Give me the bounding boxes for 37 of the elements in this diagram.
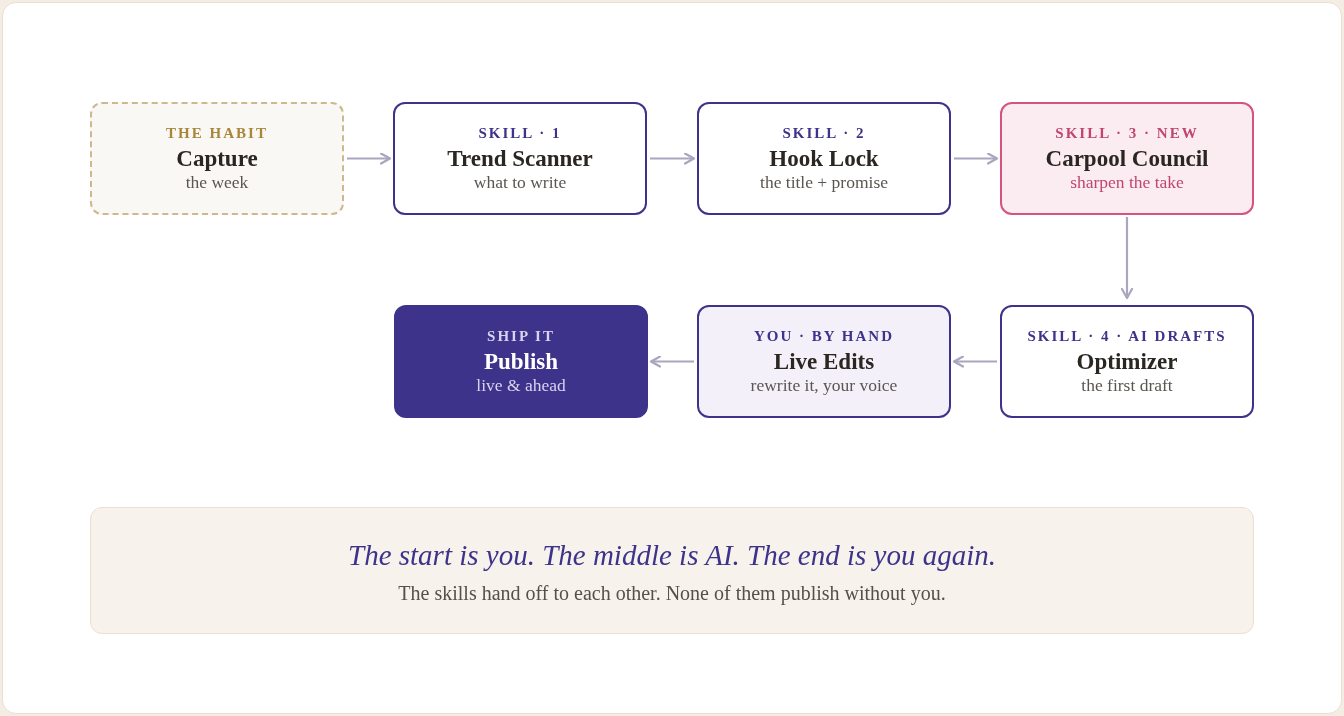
stage-title: Optimizer bbox=[1076, 349, 1178, 375]
stage-title: Trend Scanner bbox=[447, 146, 593, 172]
skill-box bbox=[1000, 305, 1254, 418]
stage-subtitle: the week bbox=[185, 172, 249, 193]
note-box bbox=[90, 507, 1254, 634]
arrow bbox=[954, 152, 999, 165]
arrow bbox=[347, 152, 392, 165]
note-text: The skills hand off to each other. None of them publish without you. bbox=[398, 580, 946, 605]
stage-title: Hook Lock bbox=[769, 146, 879, 172]
stage-kicker: SKILL · 2 bbox=[782, 124, 866, 142]
arrow bbox=[952, 355, 997, 368]
stage-subtitle: what to write bbox=[473, 172, 567, 193]
stage-subtitle: the title + promise bbox=[760, 172, 888, 193]
stage-subtitle: sharpen the take bbox=[1070, 172, 1184, 193]
stage-title: Capture bbox=[176, 146, 258, 172]
arrow bbox=[649, 355, 694, 368]
stage-subtitle: live & ahead bbox=[476, 375, 566, 396]
skill-box bbox=[393, 102, 647, 215]
stage-title: Publish bbox=[483, 349, 559, 375]
stage-kicker: YOU · BY HAND bbox=[754, 327, 894, 345]
stage-title: Live Edits bbox=[773, 349, 875, 375]
stage-kicker: SKILL · 3 · NEW bbox=[1055, 124, 1199, 142]
stage-title: Carpool Council bbox=[1045, 146, 1209, 172]
arrow bbox=[1120, 217, 1134, 300]
skill-box bbox=[697, 102, 951, 215]
stage-box bbox=[394, 305, 648, 418]
skill-box bbox=[1000, 102, 1254, 215]
stage-kicker: SHIP IT bbox=[487, 327, 555, 345]
stage-kicker: SKILL · 1 bbox=[478, 124, 562, 142]
stage-kicker: SKILL · 4 · AI DRAFTS bbox=[1027, 327, 1227, 345]
stage-kicker: THE HABIT bbox=[166, 124, 268, 142]
arrow bbox=[650, 152, 696, 165]
stage-subtitle: the first draft bbox=[1081, 375, 1173, 396]
stage-box bbox=[90, 102, 344, 215]
quote-text: The start is you. The middle is AI. The end is you again. bbox=[348, 537, 996, 573]
stage-box bbox=[697, 305, 951, 418]
stage-subtitle: rewrite it, your voice bbox=[750, 375, 898, 396]
